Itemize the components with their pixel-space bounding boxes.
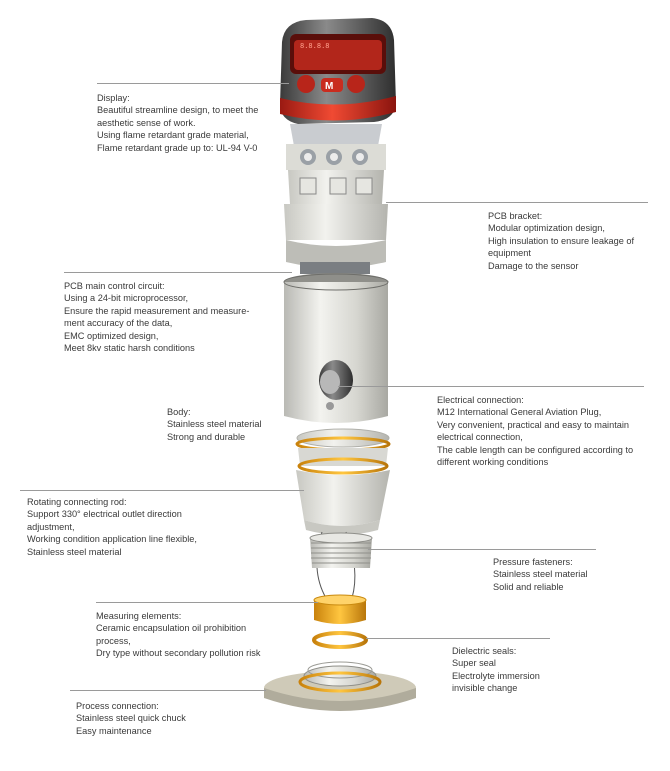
callout-measuring-title: Measuring elements: <box>96 611 182 621</box>
rotating-rod <box>295 428 391 535</box>
callout-measuring-line: Ceramic encapsulation oil prohibition <box>96 623 247 634</box>
callout-seals: Dielectric seals: Super seal Electrolyte… <box>452 645 540 695</box>
o-ring-seal <box>312 631 368 649</box>
pressure-fastener <box>309 532 373 568</box>
callout-electrical-title: Electrical connection: <box>437 395 524 405</box>
callout-pcb-bracket: PCB bracket: Modular optimization design… <box>488 210 634 272</box>
body-tube <box>283 273 389 423</box>
callout-body-line: Strong and durable <box>167 431 246 442</box>
callout-rotating-line: Stainless steel material <box>27 546 122 557</box>
callout-display-line: Flame retardant grade up to: UL-94 V-0 <box>97 142 258 153</box>
callout-display-line: aesthetic sense of work. <box>97 117 196 128</box>
callout-fasteners-line: Solid and reliable <box>493 581 564 592</box>
callout-process: Process connection: Stainless steel quic… <box>76 700 186 737</box>
callout-electrical-line: The cable length can be configured accor… <box>437 444 634 455</box>
callout-process-line: Stainless steel quick chuck <box>76 713 186 724</box>
callout-fasteners-title: Pressure fasteners: <box>493 557 573 567</box>
callout-seals-title: Dielectric seals: <box>452 646 517 656</box>
callout-measuring-line: process, <box>96 635 131 646</box>
callout-seals-line: Electrolyte immersion <box>452 670 540 681</box>
callout-pcb-bracket-line: Modular optimization design, <box>488 223 605 234</box>
callout-display-line: Beautiful streamline design, to meet the <box>97 105 259 116</box>
callout-body-title: Body: <box>167 407 191 417</box>
callout-fasteners-line: Stainless steel material <box>493 569 588 580</box>
callout-electrical-line: M12 International General Aviation Plug, <box>437 407 602 418</box>
leader-electrical <box>338 386 644 387</box>
callout-measuring-line: Dry type without secondary pollution ris… <box>96 648 261 659</box>
m-key-label: M <box>325 81 333 92</box>
callout-body-line: Stainless steel material <box>167 419 262 430</box>
leader-seals <box>366 638 550 639</box>
display-head: 8.8.8.8 M <box>280 18 396 124</box>
callout-pcb-main-line: Ensure the rapid measurement and measure… <box>64 305 250 316</box>
leader-measuring <box>96 602 318 603</box>
callout-pcb-main-line: ment accuracy of the data, <box>64 318 173 329</box>
callout-rotating-line: Support 330° electrical outlet direction <box>27 509 182 520</box>
callout-rotating-line: Working condition application line flexi… <box>27 534 197 545</box>
callout-process-title: Process connection: <box>76 701 159 711</box>
callout-electrical: Electrical connection: M12 International… <box>437 394 633 468</box>
svg-text:8.8.8.8: 8.8.8.8 <box>300 42 330 50</box>
callout-electrical-line: Very convenient, practical and easy to m… <box>437 419 630 430</box>
callout-pcb-main: PCB main control circuit: Using a 24-bit… <box>64 280 249 354</box>
callout-fasteners: Pressure fasteners: Stainless steel mate… <box>493 556 587 593</box>
callout-pcb-bracket-line: Damage to the sensor <box>488 260 579 271</box>
callout-electrical-line: different working conditions <box>437 457 549 468</box>
pcb-assembly <box>284 124 388 274</box>
leader-pcb-bracket <box>386 202 648 203</box>
callout-pcb-main-line: EMC optimized design, <box>64 330 159 341</box>
callout-pcb-main-line: Using a 24-bit microprocessor, <box>64 293 189 304</box>
callout-seals-line: invisible change <box>452 683 518 694</box>
callout-pcb-main-title: PCB main control circuit: <box>64 281 165 291</box>
callout-pcb-bracket-title: PCB bracket: <box>488 211 543 221</box>
callout-seals-line: Super seal <box>452 658 496 669</box>
leader-rotating <box>20 490 304 491</box>
callout-pcb-main-line: Meet 8kv static harsh conditions <box>64 343 195 354</box>
callout-rotating-title: Rotating connecting rod: <box>27 497 127 507</box>
process-flange <box>264 661 416 711</box>
callout-pcb-bracket-line: equipment <box>488 248 531 259</box>
callout-body: Body: Stainless steel material Strong an… <box>167 406 261 443</box>
callout-display-title: Display: <box>97 93 130 103</box>
callout-electrical-line: electrical connection, <box>437 432 523 443</box>
callout-rotating: Rotating connecting rod: Support 330° el… <box>27 496 197 558</box>
callout-pcb-bracket-line: High insulation to ensure leakage of <box>488 235 635 246</box>
callout-measuring: Measuring elements: Ceramic encapsulatio… <box>96 610 260 660</box>
leader-process <box>70 690 266 691</box>
leader-pcb-main <box>64 272 292 273</box>
callout-display: Display: Beautiful streamline design, to… <box>97 92 258 154</box>
callout-rotating-line: adjustment, <box>27 521 75 532</box>
leader-fasteners <box>368 549 596 550</box>
ceramic-cell <box>313 594 367 624</box>
callout-process-line: Easy maintenance <box>76 725 152 736</box>
callout-display-line: Using flame retardant grade material, <box>97 130 249 141</box>
leader-display <box>97 83 289 84</box>
